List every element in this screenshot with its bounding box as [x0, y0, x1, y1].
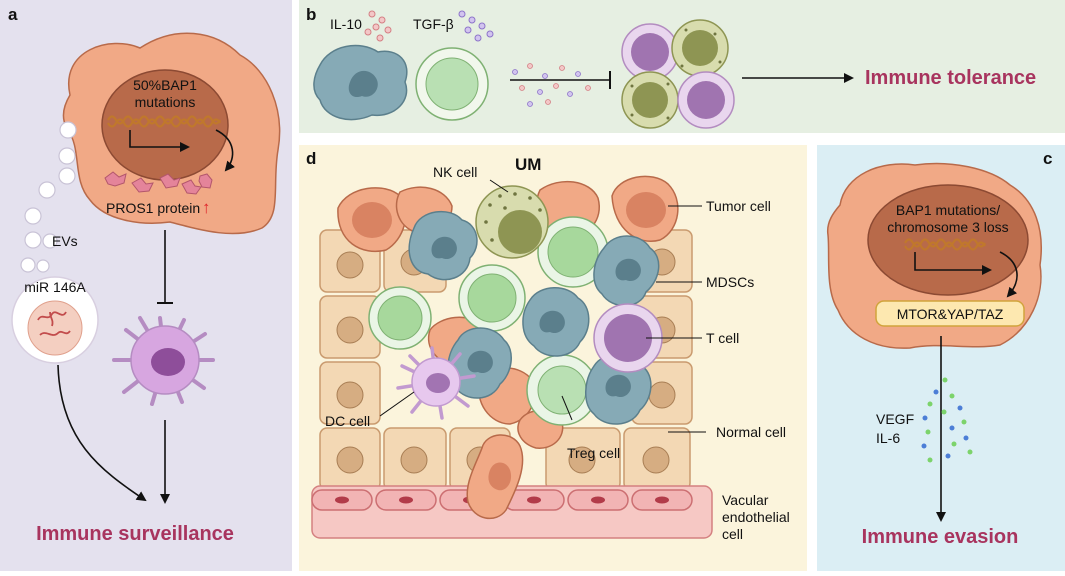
panel-c-mutation-text-1: BAP1 mutations/ [896, 202, 1000, 218]
vegf-label: VEGF [876, 411, 914, 427]
mdsc-nucleus-b [348, 70, 378, 98]
cytokine-stream [512, 63, 591, 107]
panel-a: a 50%BAP1 mutations PROS1 protein ↑ [0, 0, 292, 571]
panel-c: c BAP1 mutations/ chromosome 3 loss MTOR… [817, 145, 1065, 571]
panel-a-letter: a [8, 5, 18, 24]
tumor-cell-label: Tumor cell [706, 198, 771, 214]
vegf-il6-dots [921, 377, 973, 463]
dna-helix-strand [107, 118, 221, 128]
panel-b: b IL-10 TGF-β [299, 0, 1065, 133]
il10-label: IL-10 [330, 16, 362, 32]
il10-dots [364, 10, 392, 42]
pathway-label: MTOR&YAP/TAZ [897, 306, 1004, 322]
dc-cell-d [396, 346, 476, 420]
panel-a-mutation-text-1: 50%BAP1 [133, 77, 197, 93]
immune-cell-cluster [621, 19, 735, 129]
treg-cell-label: Treg cell [567, 445, 620, 461]
pros1-protein-icons [104, 171, 213, 195]
vascular-label-3: cell [722, 526, 743, 542]
t-cells-d [368, 216, 609, 426]
treg-nucleus-b [425, 57, 479, 111]
panel-a-mutation-text-2: mutations [135, 94, 196, 110]
dna-helix-c-strand [904, 241, 986, 251]
mdsc-label: MDSCs [706, 274, 754, 290]
normal-cell-label: Normal cell [716, 424, 786, 440]
transcription-arrow-c [914, 252, 992, 275]
mdsc-cells-d [408, 210, 660, 425]
pathway-box [875, 300, 1025, 327]
ev-vesicles [20, 121, 77, 273]
dna-helix [107, 115, 221, 125]
nk-cell-label: NK cell [433, 164, 477, 180]
exosome-lumen [27, 300, 83, 356]
dendritic-cell [112, 316, 215, 406]
panel-d-letter: d [306, 149, 316, 168]
curved-arrow [215, 129, 235, 172]
dc-cell-label: DC cell [325, 413, 370, 429]
curved-arrow-c [999, 251, 1018, 298]
normal-cell-grid [319, 229, 693, 491]
panel-b-letter: b [306, 5, 316, 24]
t-cell-label: T cell [706, 330, 739, 346]
il6-label: IL-6 [876, 430, 900, 446]
leader-lines [379, 179, 706, 433]
evs-label: EVs [52, 233, 78, 249]
transcription-arrow [129, 130, 190, 152]
panel-d: d UM [299, 145, 807, 571]
mirna-icon [37, 311, 71, 336]
vascular-label-1: Vacular [722, 492, 769, 508]
um-title: UM [515, 155, 541, 174]
tgfb-dots [458, 10, 494, 42]
panel-c-mutation-text-2: chromosome 3 loss [887, 219, 1008, 235]
panel-c-letter: c [1043, 149, 1052, 168]
immune-surveillance-label: Immune surveillance [36, 523, 234, 545]
pros1-protein-label: PROS1 protein [106, 200, 200, 216]
upregulation-arrow-icon: ↑ [202, 198, 211, 217]
dna-helix-c [904, 238, 986, 248]
t-cell-purple-d [593, 303, 663, 373]
vascular-label-2: endothelial [722, 509, 790, 525]
arrow-mirna-to-surveillance [57, 364, 147, 502]
nk-cell-d [475, 185, 549, 259]
mirna-label: miR 146A [24, 279, 86, 295]
immune-evasion-label: Immune evasion [862, 526, 1019, 548]
immune-tolerance-label: Immune tolerance [865, 67, 1036, 89]
tgfb-label: TGF-β [413, 16, 454, 32]
